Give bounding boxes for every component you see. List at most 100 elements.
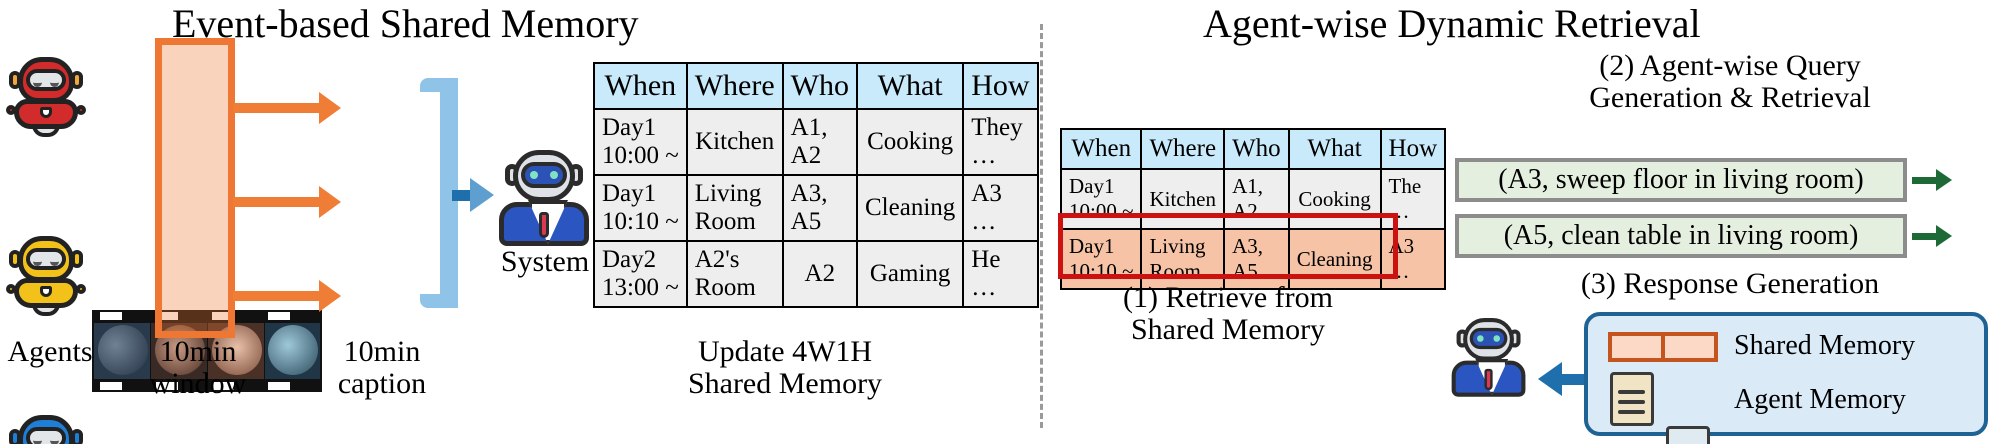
cell-when: Day1 10:10 ~ (1059, 228, 1143, 290)
system-tie (539, 212, 549, 238)
robot-ear-left (9, 71, 21, 89)
cell-where: Kitchen (1140, 168, 1226, 230)
cell-what: Cooking (1287, 168, 1382, 230)
col-where: Where (1140, 128, 1226, 170)
robot-eye-left (33, 74, 42, 87)
update-shared-memory-label: Update 4W1H Shared Memory (570, 335, 1000, 401)
system-eye-right (1493, 335, 1501, 342)
robot-eye-right (50, 253, 59, 266)
agent-memory-doc-icon-2 (1666, 426, 1710, 444)
robot-arm-left (6, 105, 16, 115)
video-frame (265, 323, 320, 379)
col-what: What (855, 62, 965, 110)
agent-robot-2 (6, 234, 86, 318)
agent-memory-label: Agent Memory (1734, 384, 1906, 415)
cell-how: A3 … (1379, 228, 1447, 290)
agent-query-chip-2[interactable]: (A5, clean table in living room) (1455, 214, 1907, 258)
query-arrow-1 (1912, 169, 1956, 191)
system-eye-right (550, 171, 558, 179)
robot-ear-right (71, 71, 83, 89)
agent-memory-doc-icon-1 (1610, 372, 1654, 426)
robot-visor (26, 248, 66, 270)
shared-memory-table-wrap: When Where Who What How Day1 10:00 ~ Kit… (593, 62, 1039, 308)
cell-what: Cleaning (855, 174, 965, 242)
system-eye-left (1477, 335, 1484, 342)
cell-when: Day1 10:00 ~ (1059, 168, 1143, 230)
cell-how: They … (962, 108, 1039, 176)
cell-how: A3 … (962, 174, 1039, 242)
caption-arrow-1 (233, 92, 341, 124)
system-visor (521, 162, 567, 188)
agents-label: Agents (7, 335, 93, 368)
robot-eye-left (33, 253, 42, 266)
cell-what: Cleaning (1287, 228, 1382, 290)
col-who: Who (1223, 128, 1290, 170)
window-label-line2: window (149, 367, 247, 401)
step2-line1: (2) Agent-wise Query (1599, 49, 1861, 82)
query-arrow-2 (1912, 225, 1956, 247)
system-eye-left (530, 171, 538, 179)
robot-visor (26, 69, 66, 91)
cell-when: Day2 13:00 ~ (593, 240, 688, 308)
video-filmstrip-agent-1 (92, 310, 322, 392)
cell-where: Living Room (1140, 228, 1226, 290)
step1-line2: Shared Memory (1130, 313, 1326, 347)
retrieval-table-wrap: When Where Who What How Day1 10:00 ~ Kit… (1059, 128, 1447, 290)
cell-when: Day1 10:00 ~ (593, 108, 688, 176)
caption-label-line2: caption (337, 367, 427, 401)
aggregation-funnel (420, 78, 470, 308)
col-who: Who (781, 62, 859, 110)
col-what: What (1287, 128, 1382, 170)
robot-base (32, 125, 60, 137)
cell-what: Cooking (855, 108, 965, 176)
cell-who: A1, A2 (781, 108, 859, 176)
step3-label: (3) Response Generation (1580, 267, 1880, 300)
agent-robot-1 (6, 55, 86, 139)
table-row: Day2 13:00 ~ A2's Room A2 Gaming He … (593, 240, 1039, 308)
panel-divider (1040, 24, 1043, 428)
robot-ear-right (71, 250, 83, 268)
retrieval-table: When Where Who What How Day1 10:00 ~ Kit… (1059, 128, 1447, 290)
cell-what: Gaming (855, 240, 965, 308)
right-panel-title: Agent-wise Dynamic Retrieval (1203, 1, 1701, 46)
window-label: 10min window (108, 335, 288, 401)
caption-arrow-3 (233, 280, 341, 312)
robot-ear-left (9, 429, 21, 444)
table-row-highlighted: Day1 10:10 ~ Living Room A3, A5 Cleaning… (1059, 228, 1447, 290)
query-text: (A3, sweep floor in living room) (1498, 164, 1864, 195)
left-panel-title: Event-based Shared Memory (172, 1, 639, 46)
shared-memory-table: When Where Who What How Day1 10:00 ~ Kit… (593, 62, 1039, 308)
cell-how: The … (1379, 168, 1447, 230)
col-when: When (1059, 128, 1143, 170)
caption-label-line1: 10min (343, 335, 421, 368)
cell-how: He … (962, 240, 1039, 308)
response-memory-card: Shared Memory Agent Memory (1584, 312, 1988, 444)
robot-arm-left (6, 284, 16, 294)
robot-arm-right (76, 105, 86, 115)
agent-query-chip-1[interactable]: (A3, sweep floor in living room) (1455, 158, 1907, 202)
caption-arrow-2 (233, 186, 341, 218)
cell-who: A1, A2 (1223, 168, 1290, 230)
col-how: How (1379, 128, 1447, 170)
video-frame (208, 323, 264, 379)
shared-memory-minitable-icon (1608, 332, 1718, 362)
step1-line1: (1) Retrieve from (1123, 281, 1333, 314)
step1-label: (1) Retrieve from Shared Memory (1058, 281, 1398, 347)
robot-visor (26, 427, 66, 444)
table-row: Day1 10:00 ~ Kitchen A1, A2 Cooking The … (1059, 168, 1447, 230)
col-how: How (962, 62, 1039, 110)
step2-line2: Generation & Retrieval (1589, 81, 1871, 115)
system-tie (1484, 368, 1493, 391)
col-when: When (593, 62, 688, 110)
cell-when: Day1 10:10 ~ (593, 174, 688, 242)
robot-eye-right (50, 74, 59, 87)
robot-ear-left (9, 250, 21, 268)
response-agent-icon (1450, 318, 1529, 400)
agent-robot-3 (9, 413, 84, 444)
response-arrow (1538, 362, 1586, 396)
caption-label: 10min caption (292, 335, 472, 401)
time-window-selector[interactable] (155, 38, 235, 338)
table-header-row: When Where Who What How (1059, 128, 1447, 170)
video-frame (94, 323, 150, 379)
update-label-line1: Update 4W1H (697, 335, 873, 368)
